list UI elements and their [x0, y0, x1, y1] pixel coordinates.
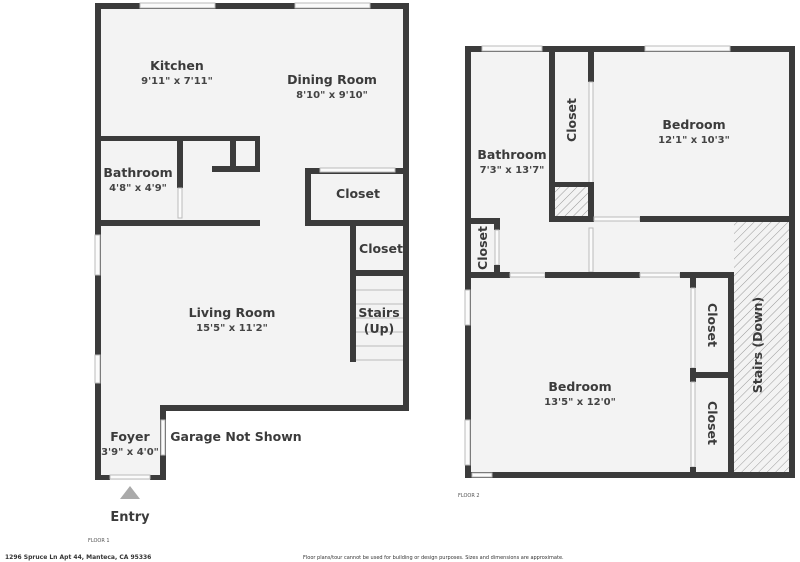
floor-1-label: FLOOR 1 [88, 538, 110, 544]
room-sub-stairs-up: (Up) [364, 321, 395, 336]
room-dims-bathroom-2: 7'3" x 13'7" [480, 165, 545, 176]
room-name-closet-dining: Closet [336, 186, 380, 201]
room-name-closet-2: Closet [359, 241, 403, 256]
entry-label: Entry [110, 510, 150, 525]
room-name-stairs-down: Stairs (Down) [750, 297, 765, 394]
room-name-foyer: Foyer [110, 429, 150, 444]
room-name-kitchen: Kitchen [150, 58, 204, 73]
garage-note: Garage Not Shown [170, 429, 301, 444]
floor-2-plan: Bathroom 7'3" x 13'7" Closet Bedroom 12'… [458, 45, 795, 499]
disclaimer: Floor plans/tour cannot be used for buil… [303, 555, 564, 561]
room-name-bathroom-1: Bathroom [103, 165, 172, 180]
room-name-living: Living Room [189, 305, 276, 320]
hatched-shaft [555, 187, 588, 216]
room-name-closet-b: Closet [475, 226, 490, 270]
room-name-dining: Dining Room [287, 72, 377, 87]
address: 1296 Spruce Ln Apt 44, Manteca, CA 95336 [5, 554, 151, 561]
room-dims-bedroom-2: 13'5" x 12'0" [544, 397, 616, 408]
room-name-bedroom-2: Bedroom [548, 379, 611, 394]
room-name-closet-d: Closet [705, 401, 720, 445]
stairs-down-hatch [734, 222, 789, 472]
room-name-closet-c: Closet [705, 303, 720, 347]
room-name-closet-a: Closet [564, 98, 579, 142]
room-name-bedroom-1: Bedroom [662, 117, 725, 132]
room-dims-kitchen: 9'11" x 7'11" [141, 76, 213, 87]
floor-2-label: FLOOR 2 [458, 493, 480, 499]
entry-arrow-icon [120, 486, 140, 499]
room-dims-foyer: 3'9" x 4'0" [101, 447, 159, 458]
room-name-stairs-up: Stairs [358, 305, 399, 320]
stairs-up-steps [356, 289, 403, 361]
floor-1-plan: Kitchen 9'11" x 7'11" Dining Room 8'10" … [88, 2, 409, 544]
room-dims-dining: 8'10" x 9'10" [296, 90, 368, 101]
room-name-bathroom-2: Bathroom [477, 147, 546, 162]
room-dims-bedroom-1: 12'1" x 10'3" [658, 135, 730, 146]
room-dims-bathroom-1: 4'8" x 4'9" [109, 183, 167, 194]
room-dims-living: 15'5" x 11'2" [196, 323, 268, 334]
